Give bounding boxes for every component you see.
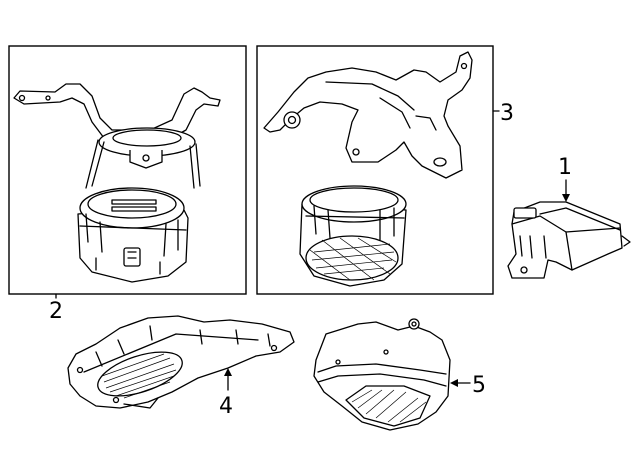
part-2-frame xyxy=(8,45,247,295)
part-4-grille xyxy=(101,353,177,399)
callout-2: 2 xyxy=(49,299,63,324)
part-3-bracket xyxy=(263,51,473,179)
part-3-lens-hatch xyxy=(309,237,397,281)
callout-5: 5 xyxy=(472,373,486,398)
part-5-housing xyxy=(313,318,451,431)
part-3-frame xyxy=(256,45,494,295)
part-1-module xyxy=(507,201,631,279)
callout-3: 3 xyxy=(500,101,514,126)
part-2-bracket xyxy=(13,83,221,189)
part-5-grille xyxy=(351,389,427,423)
callout-4: 4 xyxy=(219,394,233,419)
leader-lines xyxy=(55,110,570,391)
part-3-sensor xyxy=(299,185,407,287)
part-4-base-plate xyxy=(67,315,295,409)
callout-1: 1 xyxy=(558,155,572,180)
part-2-sensor xyxy=(77,187,189,283)
